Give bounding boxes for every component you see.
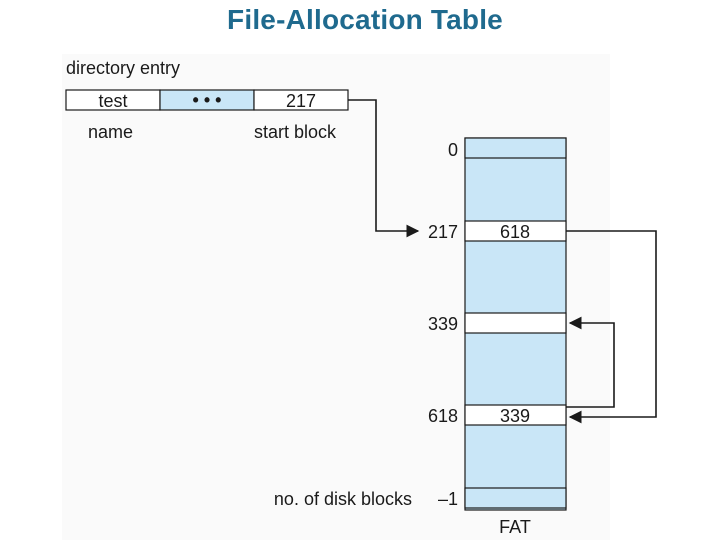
fat-index-label: 339 [428,314,458,334]
dir-ellipsis-value: • • • [193,90,222,110]
fat-row-339 [464,312,567,334]
fat-cell-value: 339 [500,406,530,426]
dir-start-value: 217 [286,91,316,111]
dir-name-label: name [88,122,133,142]
fat-index-label: no. of disk blocks [274,489,412,509]
dir-name-value: test [98,91,127,111]
fat-cell-value: –1 [438,489,458,509]
start-block-arrow [348,99,420,238]
fat-cell-value: 618 [500,222,530,242]
fat-caption: FAT [499,517,531,537]
fat-index-label: 217 [428,222,458,242]
fat-row-last [464,487,567,509]
link-217-to-618-arrow [566,230,657,424]
link-618-to-339-arrow [566,316,615,408]
slide-title: File-Allocation Table [227,4,503,35]
fat-index-label: 0 [448,140,458,160]
fat-row-618 [464,404,567,426]
fat-row-0 [464,137,567,159]
fat-index-label: 618 [428,406,458,426]
dir-start-label: start block [254,122,337,142]
directory-entry-caption: directory entry [66,58,180,78]
